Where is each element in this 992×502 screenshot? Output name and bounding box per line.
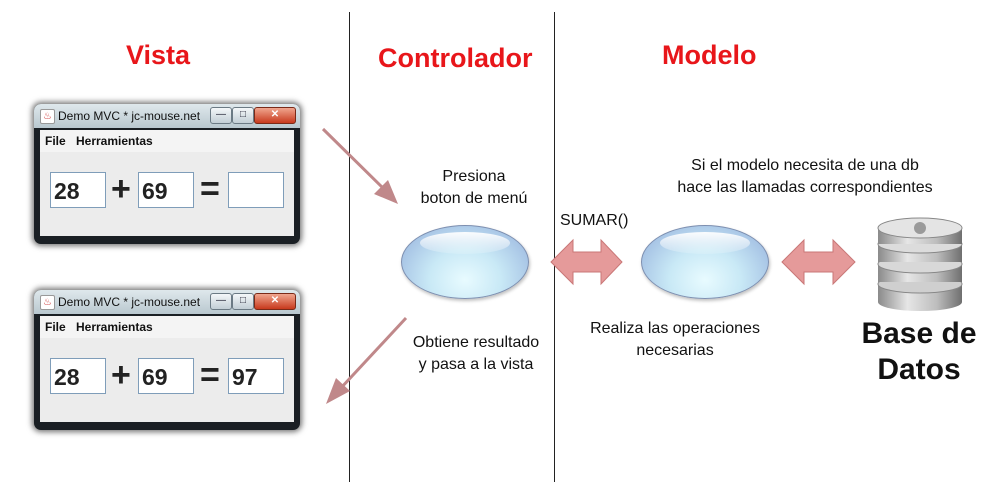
equals-sign: = <box>200 356 220 394</box>
window-content: 28 + 69 = <box>40 152 294 236</box>
divider-right <box>554 12 555 482</box>
equals-sign: = <box>200 170 220 208</box>
menu-herramientas[interactable]: Herramientas <box>76 134 153 148</box>
divider-left <box>349 12 350 482</box>
menu-herramientas[interactable]: Herramientas <box>76 320 153 334</box>
heading-controlador: Controlador <box>378 43 533 73</box>
window-top: ♨ Demo MVC * jc-mouse.net — □ ✕ File Her… <box>34 104 300 244</box>
close-button[interactable]: ✕ <box>254 293 296 310</box>
maximize-button[interactable]: □ <box>232 107 254 124</box>
controller-action-top: Presiona boton de menú <box>420 168 528 207</box>
model-node <box>641 225 769 299</box>
operand-b-field[interactable]: 69 <box>138 358 194 394</box>
window-title: Demo MVC * jc-mouse.net <box>58 295 201 309</box>
database-label: Base de Datos <box>861 317 977 386</box>
menu-file[interactable]: File <box>45 320 66 334</box>
window-titlebar[interactable]: ♨ Demo MVC * jc-mouse.net — □ ✕ <box>34 104 300 128</box>
arrow-controller-to-view <box>326 316 408 404</box>
plus-sign: + <box>111 356 131 394</box>
minimize-button[interactable]: — <box>210 293 232 310</box>
window-bottom: ♨ Demo MVC * jc-mouse.net — □ ✕ File Her… <box>34 290 300 430</box>
maximize-button[interactable]: □ <box>232 293 254 310</box>
database-icon <box>877 217 963 311</box>
heading-vista: Vista <box>126 40 191 70</box>
window-title: Demo MVC * jc-mouse.net <box>58 109 201 123</box>
close-button[interactable]: ✕ <box>254 107 296 124</box>
heading-modelo: Modelo <box>662 40 757 70</box>
result-field[interactable] <box>228 172 284 208</box>
double-arrow-model-database <box>781 238 856 286</box>
window-content: 28 + 69 = 97 <box>40 338 294 422</box>
model-note-bottom: Realiza las operaciones necesarias <box>590 320 760 359</box>
arrow-view-to-controller <box>321 127 398 204</box>
operand-b-field[interactable]: 69 <box>138 172 194 208</box>
sumar-label: SUMAR() <box>560 212 629 229</box>
result-field[interactable]: 97 <box>228 358 284 394</box>
plus-sign: + <box>111 170 131 208</box>
menu-file[interactable]: File <box>45 134 66 148</box>
window-titlebar[interactable]: ♨ Demo MVC * jc-mouse.net — □ ✕ <box>34 290 300 314</box>
java-icon: ♨ <box>40 295 55 310</box>
operand-a-field[interactable]: 28 <box>50 172 106 208</box>
minimize-button[interactable]: — <box>210 107 232 124</box>
operand-a-field[interactable]: 28 <box>50 358 106 394</box>
java-icon: ♨ <box>40 109 55 124</box>
double-arrow-controller-model <box>550 238 623 286</box>
model-note-top: Si el modelo necesita de una db hace las… <box>677 157 933 196</box>
controller-action-bottom: Obtiene resultado y pasa a la vista <box>412 334 540 373</box>
controller-node <box>401 225 529 299</box>
